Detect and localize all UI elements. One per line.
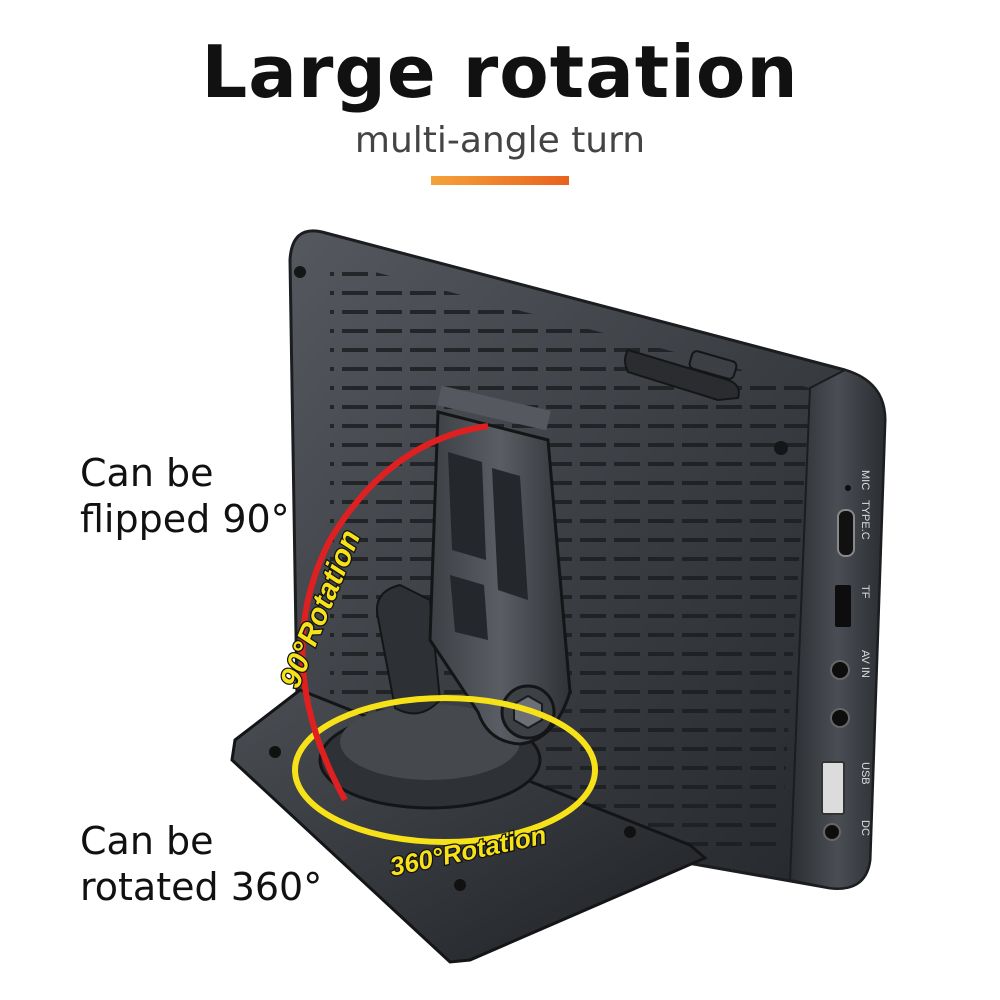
- port-label-usb: USB: [859, 762, 871, 785]
- device-side-edge: MIC TYPE.C TF AV IN USB DC: [788, 368, 887, 890]
- port-label-dc: DC: [859, 820, 871, 836]
- port-label-avin: AV IN: [859, 650, 871, 678]
- mic-hole: [845, 485, 851, 491]
- rotation-90-arc: [299, 423, 489, 802]
- port-label-typec: TYPE.C: [859, 500, 871, 540]
- power-button: [624, 348, 740, 402]
- caption-flip-line1: Can be: [80, 451, 214, 495]
- caption-rotate-line1: Can be: [80, 819, 214, 863]
- port-label-mic: MIC: [859, 470, 871, 490]
- swivel-disc: [318, 704, 542, 810]
- caption-rotate-line2: rotated 360°: [80, 865, 323, 909]
- caption-flip: Can be flipped 90°: [80, 450, 290, 542]
- av-in-jack: [830, 660, 850, 680]
- page-subtitle: multi-angle turn: [354, 120, 646, 161]
- headphone-jack: [830, 708, 850, 728]
- dc-jack: [823, 823, 841, 841]
- caption-flip-line2: flipped 90°: [80, 497, 290, 541]
- rotation-360-ring: [292, 695, 598, 845]
- typec-port: [837, 509, 855, 557]
- accent-bar: [431, 176, 569, 185]
- usb-port: [821, 761, 845, 815]
- caption-rotate: Can be rotated 360°: [80, 818, 322, 910]
- tf-slot: [835, 585, 851, 627]
- port-label-tf: TF: [859, 585, 871, 599]
- page-title: Large rotation: [201, 30, 799, 114]
